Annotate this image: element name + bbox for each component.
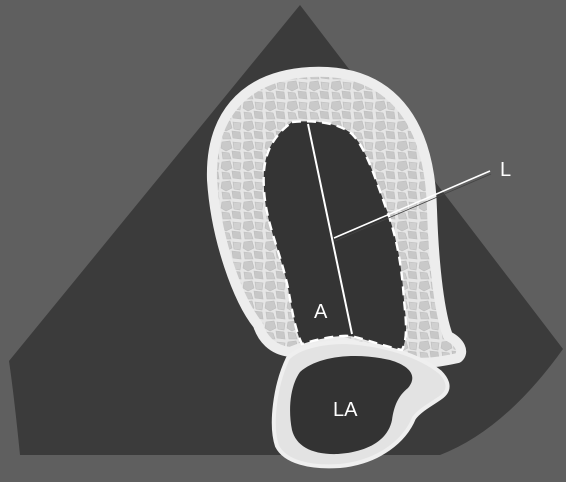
length-label: L [500,159,511,181]
atrium-label: LA [333,399,358,421]
cavity-label: A [314,301,328,323]
